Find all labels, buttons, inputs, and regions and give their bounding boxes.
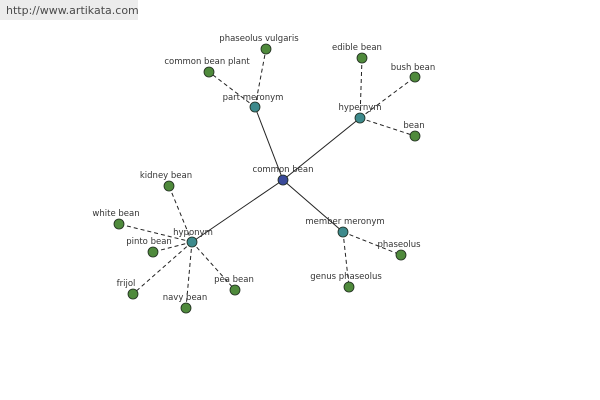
- graph-nodes: [113, 43, 421, 314]
- node-label-bean[interactable]: bean: [403, 121, 424, 131]
- site-url-watermark: http://www.artikata.com: [0, 0, 139, 20]
- edge-part-meronym-to-common-bean-plant: [208, 71, 256, 108]
- graph-labels: common bean part meronym hypernym hyponym me…: [92, 34, 435, 303]
- node-hyponym[interactable]: [186, 236, 198, 248]
- node-label-navy-bean[interactable]: navy bean: [163, 293, 208, 303]
- edge-member-meronym-to-genus-phaseolus: [342, 231, 350, 288]
- edge-center-to-hypernym: [282, 117, 361, 181]
- node-edible-bean[interactable]: [356, 52, 368, 64]
- node-label-white-bean[interactable]: white bean: [92, 209, 139, 219]
- node-phaseolus[interactable]: [395, 249, 407, 261]
- node-label-common-bean-plant[interactable]: common bean plant: [164, 57, 250, 67]
- node-pea-bean[interactable]: [229, 284, 241, 296]
- edge-center-to-part-meronym: [254, 106, 284, 181]
- node-center[interactable]: [277, 174, 289, 186]
- node-label-center[interactable]: common bean: [253, 165, 314, 175]
- node-label-genus-phaseolus[interactable]: genus phaseolus: [310, 272, 382, 282]
- node-label-hyponym[interactable]: hyponym: [173, 228, 213, 238]
- edge-hyponym-to-kidney-bean: [168, 185, 193, 243]
- node-label-pea-bean[interactable]: pea bean: [214, 275, 254, 285]
- edge-hyponym-to-pea-bean: [191, 241, 236, 291]
- edge-hypernym-to-edible-bean: [359, 57, 363, 119]
- node-label-part-meronym[interactable]: part meronym: [223, 93, 284, 103]
- node-label-pinto-bean[interactable]: pinto bean: [126, 237, 172, 247]
- edge-hypernym-to-bean: [359, 117, 416, 137]
- node-kidney-bean[interactable]: [163, 180, 175, 192]
- node-label-phaseolus[interactable]: phaseolus: [377, 240, 421, 250]
- node-white-bean[interactable]: [113, 218, 125, 230]
- graph-edges: [118, 48, 416, 309]
- node-bean[interactable]: [409, 130, 421, 142]
- node-label-hypernym[interactable]: hypernym: [338, 103, 381, 113]
- node-genus-phaseolus[interactable]: [343, 281, 355, 293]
- edge-hyponym-to-frijol: [132, 241, 193, 295]
- node-member-meronym[interactable]: [337, 226, 349, 238]
- node-pinto-bean[interactable]: [147, 246, 159, 258]
- edge-part-meronym-to-phaseolus-vulgaris: [254, 48, 267, 108]
- node-hypernym[interactable]: [354, 112, 366, 124]
- edge-member-meronym-to-phaseolus: [342, 231, 402, 256]
- edge-hyponym-to-white-bean: [118, 223, 193, 243]
- node-label-member-meronym[interactable]: member meronym: [305, 217, 384, 227]
- node-frijol[interactable]: [127, 288, 139, 300]
- node-bush-bean[interactable]: [409, 71, 421, 83]
- node-label-frijol[interactable]: frijol: [117, 279, 136, 289]
- node-common-bean-plant[interactable]: [203, 66, 215, 78]
- node-label-kidney-bean[interactable]: kidney bean: [140, 171, 192, 181]
- node-label-phaseolus-vulgaris[interactable]: phaseolus vulgaris: [219, 34, 299, 44]
- node-navy-bean[interactable]: [180, 302, 192, 314]
- edge-center-to-hyponym: [191, 179, 284, 243]
- node-phaseolus-vulgaris[interactable]: [260, 43, 272, 55]
- node-label-edible-bean[interactable]: edible bean: [332, 43, 382, 53]
- node-label-bush-bean[interactable]: bush bean: [391, 63, 436, 73]
- edge-center-to-member-meronym: [282, 179, 344, 233]
- edge-hypernym-to-bush-bean: [359, 76, 416, 119]
- node-part-meronym[interactable]: [249, 101, 261, 113]
